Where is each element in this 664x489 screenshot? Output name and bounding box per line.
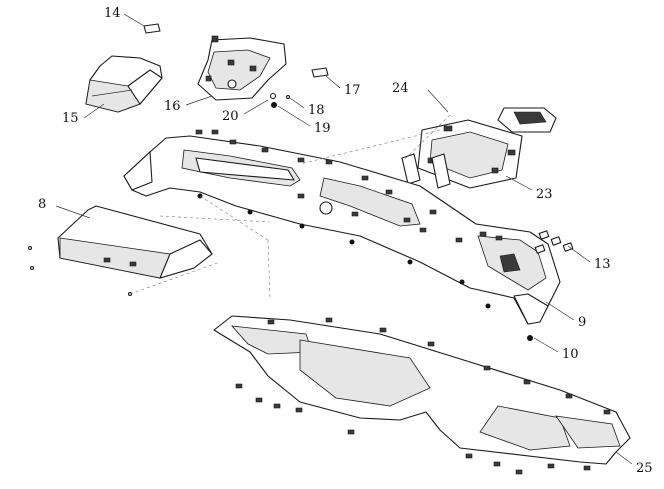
part-14-tag — [143, 23, 161, 34]
callout-19: 19 — [314, 121, 331, 136]
callout-10: 10 — [562, 347, 579, 362]
callout-13: 13 — [594, 257, 611, 272]
bumper-clips — [195, 129, 533, 341]
part-15-bracket — [85, 55, 163, 113]
bumper-body — [123, 135, 561, 325]
panel-clips — [235, 317, 611, 475]
part-17-tag — [311, 67, 329, 78]
part-13-clips — [534, 230, 574, 254]
callout-16: 16 — [164, 99, 181, 114]
callout-20: 20 — [222, 109, 239, 124]
part-8-end-bracket — [27, 205, 213, 297]
callout-8: 8 — [38, 197, 46, 212]
leader-lines — [55, 13, 633, 465]
callout-23: 23 — [536, 187, 553, 202]
fasteners-18-19-20 — [269, 92, 291, 108]
callout-14: 14 — [104, 6, 121, 21]
part-23-plate-bracket — [401, 107, 557, 189]
callout-9: 9 — [578, 315, 586, 330]
callout-18: 18 — [308, 103, 325, 118]
callout-25: 25 — [636, 461, 653, 476]
callout-17: 17 — [344, 83, 361, 98]
callout-15: 15 — [62, 111, 79, 126]
callout-labels: 14 15 16 17 18 19 20 24 23 8 13 9 10 25 — [38, 6, 653, 476]
callout-24: 24 — [392, 81, 409, 96]
part-16-frame-bracket — [197, 35, 287, 101]
part-25-lower-panel — [213, 315, 631, 475]
assembly-lines — [129, 114, 451, 301]
